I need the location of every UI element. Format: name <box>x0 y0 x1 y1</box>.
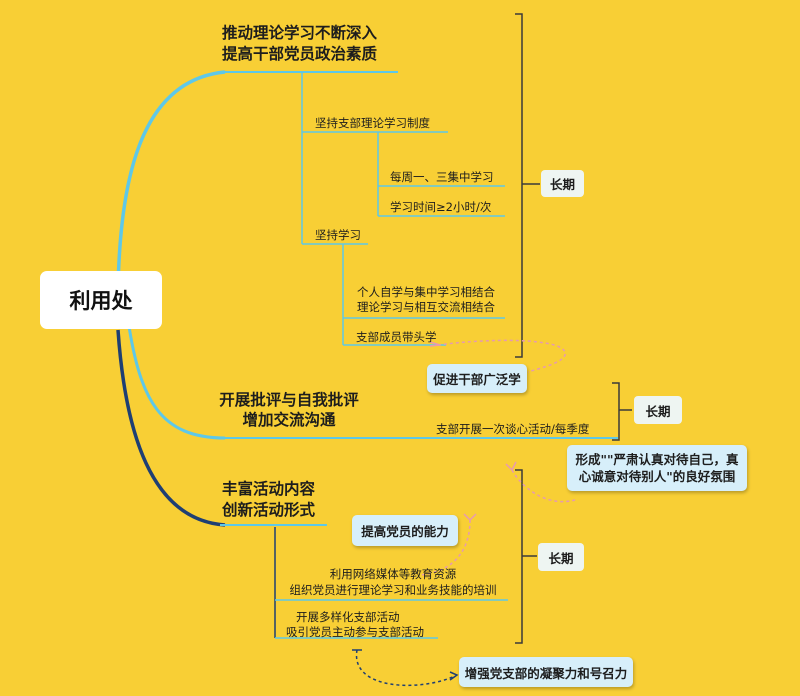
branch2-title-line2[interactable]: 增加交流沟通 <box>242 411 336 429</box>
branch2-item[interactable]: 支部开展一次谈心活动/每季度 <box>436 422 590 436</box>
branch1-sub2-item1-line2[interactable]: 理论学习与相互交流相结合 <box>357 300 495 314</box>
branch1-title-line2[interactable]: 提高干部党员政治素质 <box>222 45 378 63</box>
branch1-sub2-item1-line1[interactable]: 个人自学与集中学习相结合 <box>357 285 495 299</box>
branch3-item2-line2[interactable]: 吸引党员主动参与支部活动 <box>286 625 424 639</box>
branch1-sub2-label[interactable]: 坚持学习 <box>315 228 361 242</box>
branch3-title-line1[interactable]: 丰富活动内容 <box>222 480 316 498</box>
branch3-callout-ability[interactable]: 提高党员的能力 <box>352 515 458 546</box>
branch3-callout-cohesion[interactable]: 增强党支部的凝聚力和号召力 <box>459 657 633 687</box>
branch2-callout[interactable]: 形成""严肃认真对待自己，真 心诚意对待别人"的良好氛围 <box>567 445 747 491</box>
branch3-duration-tag[interactable]: 长期 <box>538 543 584 571</box>
branch3-item2-line1[interactable]: 开展多样化支部活动 <box>296 610 400 624</box>
branch1-duration-tag[interactable]: 长期 <box>541 170 584 197</box>
branch1-callout[interactable]: 促进干部广泛学 <box>427 364 527 393</box>
branch2-connector <box>126 319 226 440</box>
branch2-callout-line2: 心诚意对待别人"的良好氛围 <box>578 469 736 484</box>
branch1-sub1-item2[interactable]: 学习时间≥2小时/次 <box>390 200 492 214</box>
branch2-callout-line1: 形成""严肃认真对待自己，真 <box>575 452 739 467</box>
branch3-item1-line2[interactable]: 组织党员进行理论学习和业务技能的培训 <box>289 583 497 597</box>
root-node[interactable]: 利用处 <box>40 271 162 329</box>
branch2-title-line1[interactable]: 开展批评与自我批评 <box>219 391 359 409</box>
branch3-connector <box>116 329 226 527</box>
branch2-duration-tag[interactable]: 长期 <box>634 396 682 424</box>
branch1-connector <box>116 70 226 291</box>
branch1-title-line1[interactable]: 推动理论学习不断深入 <box>222 24 378 42</box>
branch1-sub2-item2[interactable]: 支部成员带头学 <box>356 330 437 344</box>
branch3-item1-line1[interactable]: 利用网络媒体等教育资源 <box>329 567 457 581</box>
branch1-sub1-item1[interactable]: 每周一、三集中学习 <box>390 170 494 184</box>
branch3-title-line2[interactable]: 创新活动形式 <box>222 501 316 519</box>
branch1-sub1-label[interactable]: 坚持支部理论学习制度 <box>315 116 430 130</box>
